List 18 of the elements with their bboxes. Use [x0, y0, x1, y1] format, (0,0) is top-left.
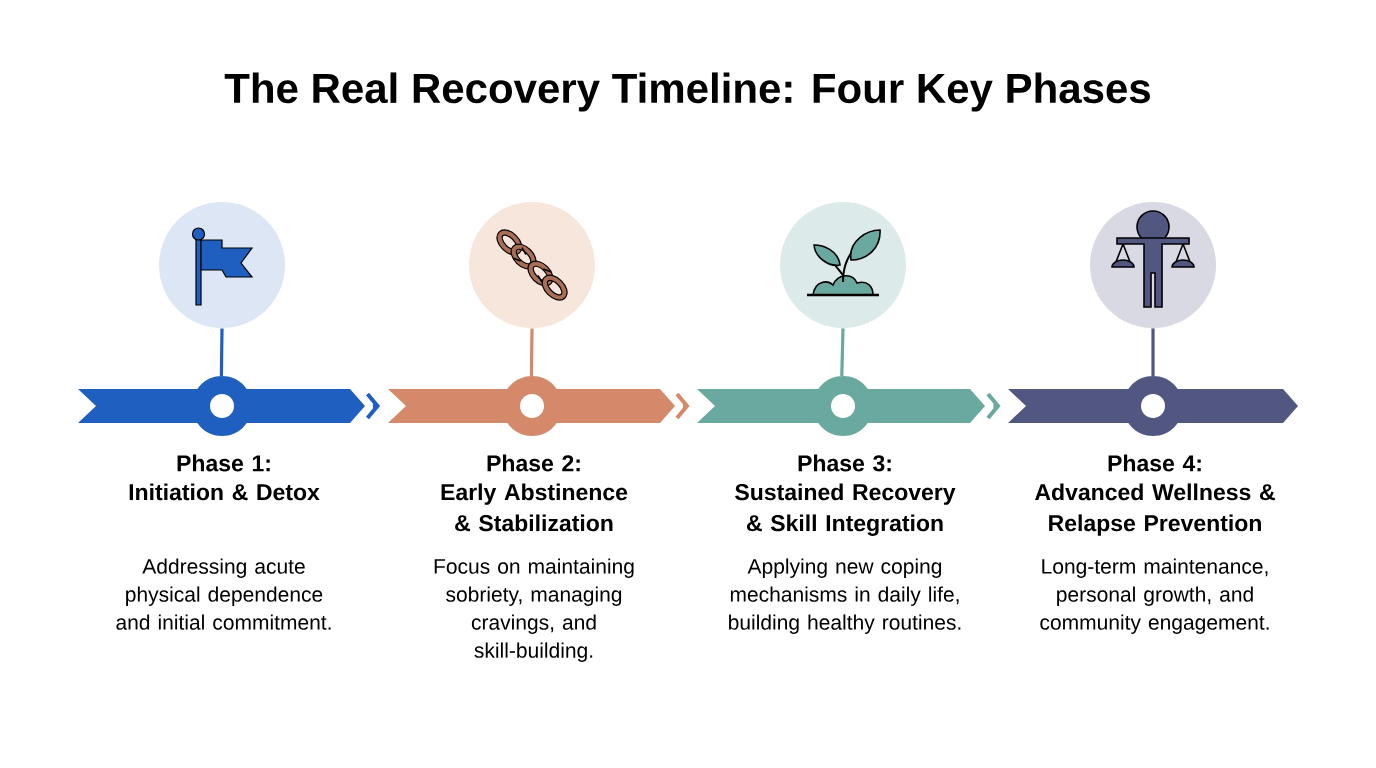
phase-description: Focus on maintaining sobriety, managing cravings, and skill-building.	[434, 558, 634, 662]
connector-line	[840, 328, 845, 377]
connector-line	[219, 328, 224, 377]
phase-description: Addressing acute physical dependence and initial commitment.	[116, 558, 331, 630]
connector-line	[1151, 328, 1155, 376]
connector-line	[529, 328, 534, 377]
phase-heading: Phase 2:	[487, 454, 580, 472]
phase-description: Long-term maintenance, personal growth, and community engagement.	[1040, 558, 1269, 634]
phase-title: Advanced Wellness & Relapse Prevention	[1035, 483, 1275, 536]
phase-title: Sustained Recovery & Skill Integration	[735, 483, 956, 536]
title: The Real Recovery Timeline: Four Key Phases	[224, 72, 1150, 112]
phase-title: Early Abstinence & Stabilization	[441, 483, 628, 532]
icon-circle	[469, 202, 595, 328]
phase-heading: Phase 3:	[798, 454, 891, 472]
phase-description: Applying new coping mechanisms in daily life, building healthy routines.	[729, 558, 961, 634]
phase-heading: Phase 4:	[1108, 454, 1201, 472]
phase-title: Initiation & Detox	[129, 483, 320, 501]
phase-heading: Phase 1:	[177, 454, 270, 472]
